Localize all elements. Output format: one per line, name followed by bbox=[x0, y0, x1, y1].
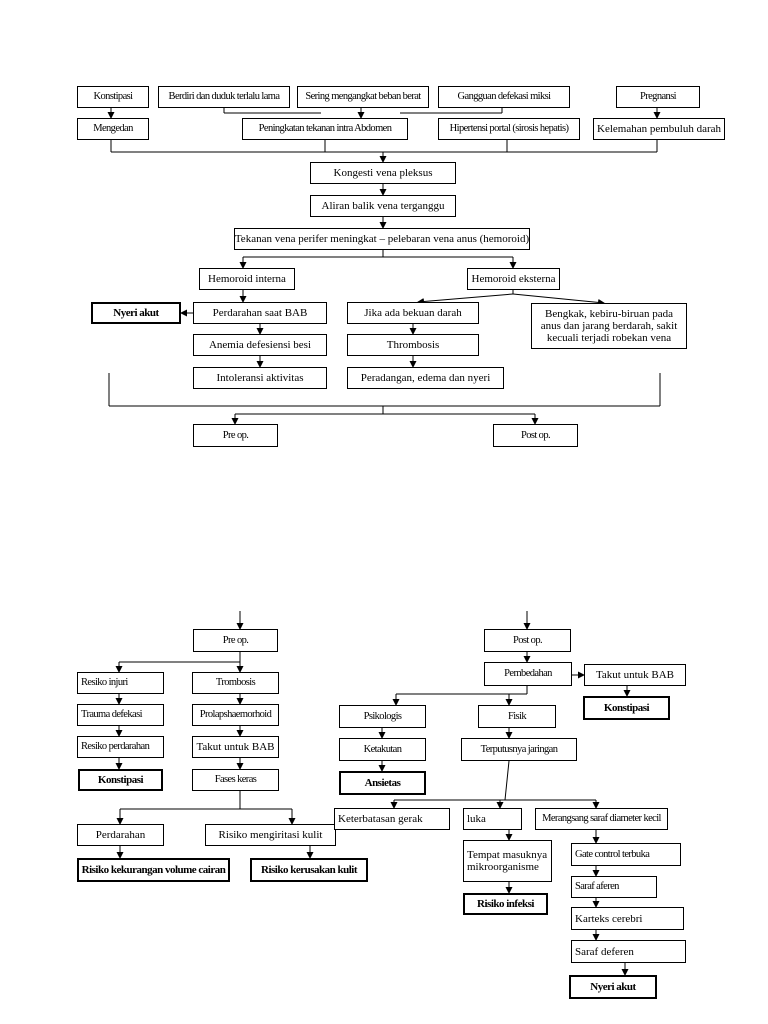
node-pregnansi: Pregnansi bbox=[616, 86, 700, 108]
node-fases-keras: Fases keras bbox=[192, 769, 279, 791]
node-merangsang-saraf: Merangsang saraf diameter kecil bbox=[535, 808, 668, 830]
node-saraf-deferen: Saraf deferen bbox=[571, 940, 686, 963]
node-gate-control: Gate control terbuka bbox=[571, 843, 681, 866]
node-berdiri-duduk: Berdiri dan duduk terlalu lama bbox=[158, 86, 290, 108]
node-ketakutan: Ketakutan bbox=[339, 738, 426, 761]
node-nyeri-akut-2: Nyeri akut bbox=[569, 975, 657, 999]
node-luka: luka bbox=[463, 808, 522, 830]
node-takut-bab-1: Takut untuk BAB bbox=[192, 736, 279, 758]
node-peningkatan-tekanan: Peningkatan tekanan intra Abdomen bbox=[242, 118, 408, 140]
node-bekuan-darah: Jika ada bekuan darah bbox=[347, 302, 479, 324]
node-nyeri-akut-1: Nyeri akut bbox=[91, 302, 181, 324]
node-perdarahan-bab: Perdarahan saat BAB bbox=[193, 302, 327, 324]
node-risiko-kerusakan-kulit: Risiko kerusakan kulit bbox=[250, 858, 368, 882]
node-keterbatasan-gerak: Keterbatasan gerak bbox=[334, 808, 450, 830]
node-risiko-infeksi: Risiko infeksi bbox=[463, 893, 548, 915]
node-hemoroid-interna: Hemoroid interna bbox=[199, 268, 295, 290]
node-gangguan-defekasi: Gangguan defekasi miksi bbox=[438, 86, 570, 108]
node-sering-mengangkat: Sering mengangkat beban berat bbox=[297, 86, 429, 108]
node-perdarahan: Perdarahan bbox=[77, 824, 164, 846]
node-tekanan-vena: Tekanan vena perifer meningkat – pelebar… bbox=[234, 228, 530, 250]
node-hipertensi-portal: Hipertensi portal (sirosis hepatis) bbox=[438, 118, 580, 140]
node-risiko-iritasi: Risiko mengiritasi kulit bbox=[205, 824, 336, 846]
node-psikologis: Psikologis bbox=[339, 705, 426, 728]
node-post-op-1: Post op. bbox=[493, 424, 578, 447]
node-aliran-balik: Aliran balik vena terganggu bbox=[310, 195, 456, 217]
node-intoleransi: Intoleransi aktivitas bbox=[193, 367, 327, 389]
node-risiko-kekurangan-cairan: Risiko kekurangan volume cairan bbox=[77, 858, 230, 882]
node-bengkak: Bengkak, kebiru-biruan pada anus dan jar… bbox=[531, 303, 687, 349]
node-thrombosis: Thrombosis bbox=[347, 334, 479, 356]
node-trauma-defekasi: Trauma defekasi bbox=[77, 704, 164, 726]
node-karteks-cerebri: Karteks cerebri bbox=[571, 907, 684, 930]
node-kelemahan-pembuluh: Kelemahan pembuluh darah bbox=[593, 118, 725, 140]
node-konstipasi-2: Konstipasi bbox=[78, 769, 163, 791]
node-ansietas: Ansietas bbox=[339, 771, 426, 795]
node-tempat-masuk: Tempat masuknya mikroorganisme bbox=[463, 840, 552, 882]
node-peradangan: Peradangan, edema dan nyeri bbox=[347, 367, 504, 389]
node-kongesti: Kongesti vena pleksus bbox=[310, 162, 456, 184]
node-terputusnya-jaringan: Terputusnya jaringan bbox=[461, 738, 577, 761]
node-mengedan: Mengedan bbox=[77, 118, 149, 140]
node-anemia: Anemia defesiensi besi bbox=[193, 334, 327, 356]
node-pre-op-1: Pre op. bbox=[193, 424, 278, 447]
node-resiko-injuri: Resiko injuri bbox=[77, 672, 164, 694]
node-prolaps: Prolapshaemorhoid bbox=[192, 704, 279, 726]
node-pembedahan: Pembedahan bbox=[484, 662, 572, 686]
node-fisik: Fisik bbox=[478, 705, 556, 728]
node-post-op-2: Post op. bbox=[484, 629, 571, 652]
node-konstipasi-top: Konstipasi bbox=[77, 86, 149, 108]
node-pre-op-2: Pre op. bbox=[193, 629, 278, 652]
node-takut-bab-2: Takut untuk BAB bbox=[584, 664, 686, 686]
node-resiko-perdarahan: Resiko perdarahan bbox=[77, 736, 164, 758]
node-konstipasi-3: Konstipasi bbox=[583, 696, 670, 720]
node-hemoroid-eksterna: Hemoroid eksterna bbox=[467, 268, 560, 290]
node-saraf-aferen: Saraf aferen bbox=[571, 876, 657, 898]
node-trombosis: Trombosis bbox=[192, 672, 279, 694]
